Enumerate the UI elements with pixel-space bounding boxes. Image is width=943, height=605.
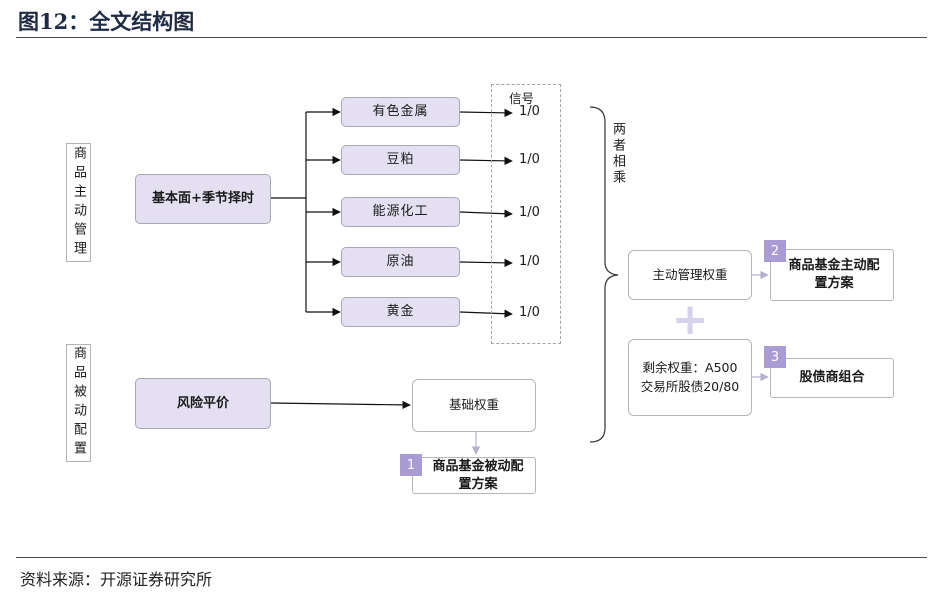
- signal-value: 1/0: [519, 205, 540, 220]
- signal-value: 1/0: [519, 305, 540, 320]
- commodity-energy-chemicals: 能源化工: [341, 197, 460, 227]
- signal-group: [491, 84, 561, 344]
- signal-value: 1/0: [519, 152, 540, 167]
- bottom-divider: [16, 557, 927, 558]
- step-badge-1: 1: [400, 454, 422, 476]
- active-weight-node: 主动管理权重: [628, 250, 752, 300]
- passive-allocation-plan: 商品基金被动配置方案: [412, 457, 536, 494]
- commodity-crude-oil: 原油: [341, 247, 460, 277]
- commodity-nonferrous-metals: 有色金属: [341, 97, 460, 127]
- fundamental-seasonal-node: 基本面+季节择时: [135, 174, 271, 224]
- step-badge-2: 2: [764, 240, 786, 262]
- plus-sign: +: [671, 294, 709, 345]
- top-divider: [16, 37, 927, 38]
- active-management-label: 商品主动管理: [66, 143, 91, 262]
- signal-value: 1/0: [519, 104, 540, 119]
- commodity-soybean-meal: 豆粕: [341, 145, 460, 175]
- step-badge-3: 3: [764, 346, 786, 368]
- multiply-label: 两者相乘: [610, 122, 625, 186]
- commodity-gold: 黄金: [341, 297, 460, 327]
- base-weight-node: 基础权重: [412, 379, 536, 432]
- signal-value: 1/0: [519, 254, 540, 269]
- remaining-weight-node: 剩余权重：A500交易所股债20/80: [628, 339, 752, 416]
- signal-title: 信号: [509, 91, 535, 106]
- source-note: 资料来源：开源证券研究所: [20, 570, 213, 589]
- stock-bond-commodity-portfolio: 股债商组合: [770, 358, 894, 398]
- active-allocation-plan: 商品基金主动配置方案: [770, 249, 894, 301]
- page-title: 图12：全文结构图: [18, 9, 195, 34]
- risk-parity-node: 风险平价: [135, 378, 271, 429]
- passive-allocation-label: 商品被动配置: [66, 344, 91, 462]
